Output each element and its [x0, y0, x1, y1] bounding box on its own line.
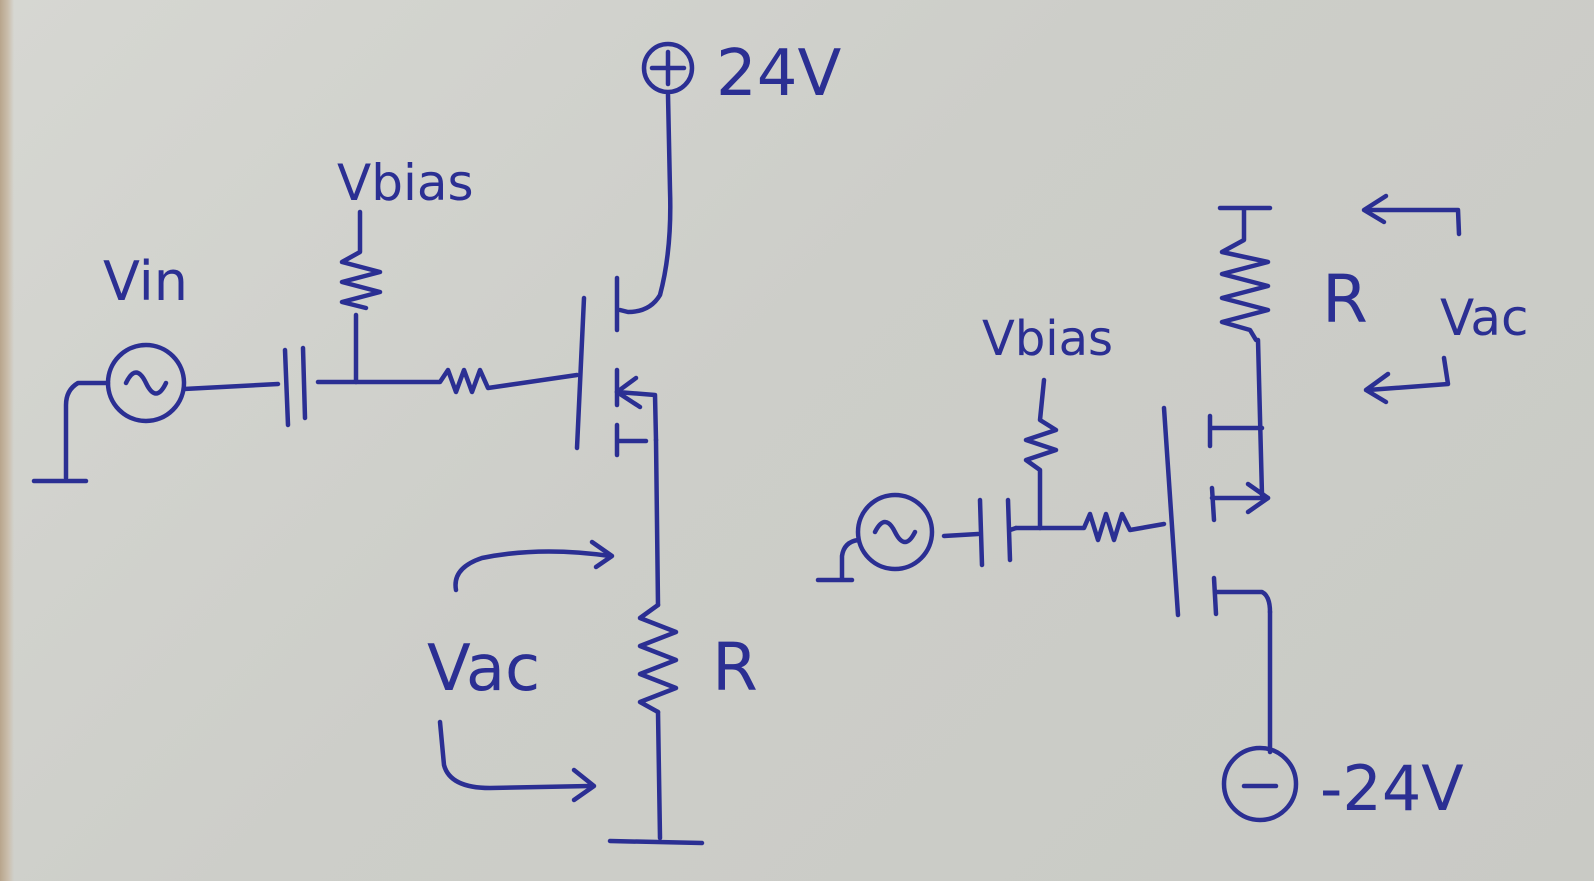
left-vac-arrow-top [453, 549, 613, 593]
left-input-source-symbol [105, 342, 187, 424]
left-bias-resistor [339, 209, 383, 385]
left-ground-symbol [607, 838, 705, 846]
left-drain-wire [617, 92, 673, 315]
right-gate-resistor [1013, 511, 1167, 543]
left-vac-arrowhead-bottom [571, 767, 597, 803]
left-coupling-capacitor [282, 345, 308, 428]
left-positive-supply-symbol [641, 41, 695, 95]
right-vac-arrowhead-bottom [1363, 371, 1391, 405]
right-load-resistor [1217, 205, 1273, 343]
right-coupling-capacitor [977, 497, 1013, 568]
left-bias-label: Vbias [337, 154, 474, 212]
right-input-ground-wire [839, 537, 861, 581]
right-vac-arrow-bottom [1365, 355, 1451, 393]
left-source-wire [653, 437, 661, 608]
left-vac-arrowhead-top [589, 539, 615, 570]
left-input-label: Vin [103, 250, 188, 313]
right-supply-label: -24V [1320, 752, 1464, 825]
right-negative-supply-symbol [1221, 745, 1299, 823]
right-input-wire [941, 531, 981, 539]
right-circuit: R Vac Vbias [815, 193, 1528, 825]
right-input-source-symbol [855, 492, 935, 572]
left-mosfet-symbol [574, 275, 659, 458]
right-drain-wire [1255, 337, 1265, 498]
right-vac-arrow-top [1365, 207, 1462, 237]
left-vac-arrow-bottom [437, 719, 593, 791]
left-input-wire [181, 381, 281, 392]
left-gate-resistor [315, 367, 580, 395]
right-vac-arrowhead-top [1361, 193, 1389, 225]
right-resistor-label: R [1322, 261, 1368, 338]
right-mosfet-symbol [1161, 405, 1273, 618]
left-supply-label: 24V [716, 37, 841, 111]
left-load-resistor [637, 602, 679, 715]
right-bias-resistor [1023, 377, 1059, 531]
right-bias-label: Vbias [982, 311, 1113, 367]
left-circuit: 24V Vin Vbias [31, 37, 841, 846]
left-output-label: Vac [427, 632, 540, 706]
left-resistor-label: R [712, 629, 758, 706]
left-input-ground-wire [63, 380, 111, 481]
right-cap-wire [1007, 525, 1019, 533]
left-ground-wire [655, 709, 663, 841]
right-output-label: Vac [1440, 289, 1528, 347]
